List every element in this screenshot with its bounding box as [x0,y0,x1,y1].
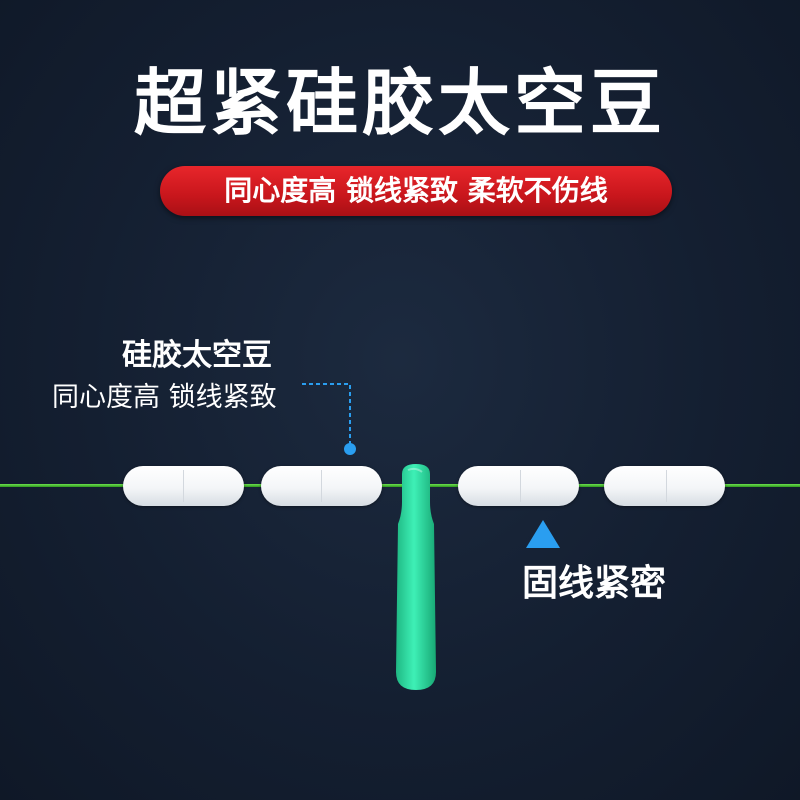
callout-dot [344,443,356,455]
space-bean-1 [123,466,244,506]
space-bean-2 [261,466,382,506]
tight-fix-label: 固线紧密 [522,563,667,604]
space-bean-4 [604,466,725,506]
feature-banner: 同心度高 锁线紧致 柔软不伤线 [160,166,672,216]
banner-text: 同心度高 锁线紧致 柔软不伤线 [224,174,608,207]
page-title: 超紧硅胶太空豆 [133,61,666,145]
pointer-triangle [526,520,560,548]
callout-subtitle: 同心度高 锁线紧致 [52,382,277,413]
space-bean-3 [458,466,579,506]
silicone-stopper [396,464,436,690]
callout-title: 硅胶太空豆 [122,338,272,373]
fishing-line [0,484,800,487]
